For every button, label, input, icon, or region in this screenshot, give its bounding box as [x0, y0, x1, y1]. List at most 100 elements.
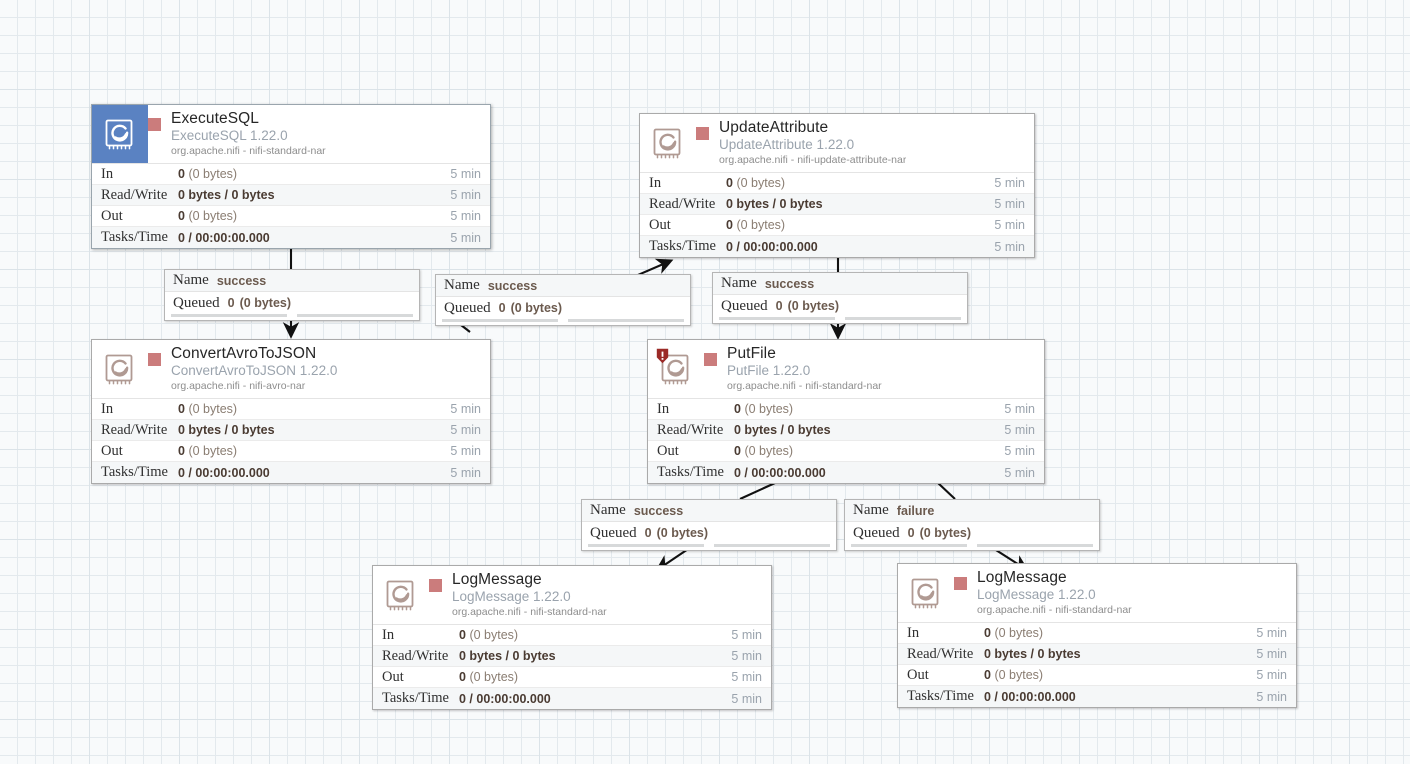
stat-value-cell: 0 / 00:00:00.000: [178, 231, 450, 245]
processor-type: LogMessage 1.22.0: [452, 589, 571, 605]
stat-timeframe: 5 min: [1004, 402, 1035, 416]
stat-label: Read/Write: [657, 421, 724, 438]
queue-count-bar: [171, 314, 287, 317]
stat-timeframe: 5 min: [731, 649, 762, 663]
stat-value-cell: 0 (0 bytes): [726, 218, 994, 232]
stat-value-cell: 0 / 00:00:00.000: [726, 240, 994, 254]
run-status-stopped-icon: [704, 353, 717, 366]
queue-count-bar: [442, 319, 558, 322]
processor-icon-container: [640, 114, 696, 172]
stat-label: In: [101, 400, 114, 417]
connection-queue-bars: [845, 544, 1099, 550]
stat-detail: (0 bytes): [736, 176, 786, 190]
stat-label: Tasks/Time: [649, 238, 716, 254]
processor-bundle: org.apache.nifi - nifi-standard-nar: [452, 606, 607, 619]
stat-label: Read/Write: [382, 647, 449, 664]
stat-value: 0: [178, 444, 185, 458]
stat-label: Read/Write: [101, 421, 168, 438]
processor-type: PutFile 1.22.0: [727, 363, 811, 379]
stat-value-cell: 0 (0 bytes): [459, 670, 731, 684]
bulletin-indicator-icon[interactable]: [656, 348, 669, 364]
processor-bundle: org.apache.nifi - nifi-standard-nar: [727, 380, 882, 393]
stat-value-cell: 0 (0 bytes): [178, 209, 450, 223]
stat-timeframe: 5 min: [731, 670, 762, 684]
queue-count-bar: [719, 317, 835, 320]
stat-value-cell: 0 bytes / 0 bytes: [726, 197, 994, 211]
stat-value-cell: 0 (0 bytes): [734, 444, 1004, 458]
run-status-stopped-icon: [148, 118, 161, 131]
stat-value-cell: 0 bytes / 0 bytes: [984, 647, 1256, 661]
connection-queued-label: Queued: [853, 524, 900, 541]
stat-value: 0 bytes / 0 bytes: [178, 423, 275, 437]
stat-value: 0: [984, 668, 991, 682]
connection-queued-label: Queued: [444, 299, 491, 316]
connection-queued-count: 0: [227, 296, 235, 310]
stat-value-cell: 0 bytes / 0 bytes: [178, 188, 450, 202]
queue-size-bar: [714, 544, 830, 547]
connection-relationship: success: [764, 276, 815, 291]
connection-queued-size: (0 bytes): [787, 299, 840, 313]
processor-name: ConvertAvroToJSON: [171, 345, 317, 362]
stat-label: Out: [101, 207, 123, 224]
processor-icon: [384, 578, 418, 612]
stat-timeframe: 5 min: [450, 423, 481, 437]
stat-value: 0 bytes / 0 bytes: [726, 197, 823, 211]
queue-size-bar: [845, 317, 961, 320]
run-status-stopped-icon: [429, 579, 442, 592]
processor-icon: [656, 348, 693, 386]
processor-name: ExecuteSQL: [171, 110, 260, 127]
processor-icon-container: [92, 340, 148, 398]
connection-relationship: success: [487, 278, 538, 293]
processor-type: UpdateAttribute 1.22.0: [719, 137, 855, 153]
stat-label: Out: [101, 442, 123, 459]
stat-detail: (0 bytes): [188, 167, 238, 181]
stat-timeframe: 5 min: [450, 209, 481, 223]
queue-count-bar: [588, 544, 704, 547]
stat-value-cell: 0 (0 bytes): [459, 628, 731, 642]
queue-count-bar: [851, 544, 967, 547]
connection-queued-count: 0: [907, 526, 915, 540]
stat-timeframe: 5 min: [450, 230, 481, 245]
processor-icon-container: [92, 105, 148, 163]
stat-timeframe: 5 min: [450, 402, 481, 416]
connection-name-label: Name: [173, 272, 209, 288]
processor-name: LogMessage: [977, 569, 1067, 586]
stat-detail: (0 bytes): [744, 402, 794, 416]
queue-size-bar: [568, 319, 684, 322]
stat-detail: (0 bytes): [744, 444, 794, 458]
run-status-stopped-icon: [148, 353, 161, 366]
run-status-stopped-icon: [696, 127, 709, 140]
connection-name-label: Name: [721, 275, 757, 291]
